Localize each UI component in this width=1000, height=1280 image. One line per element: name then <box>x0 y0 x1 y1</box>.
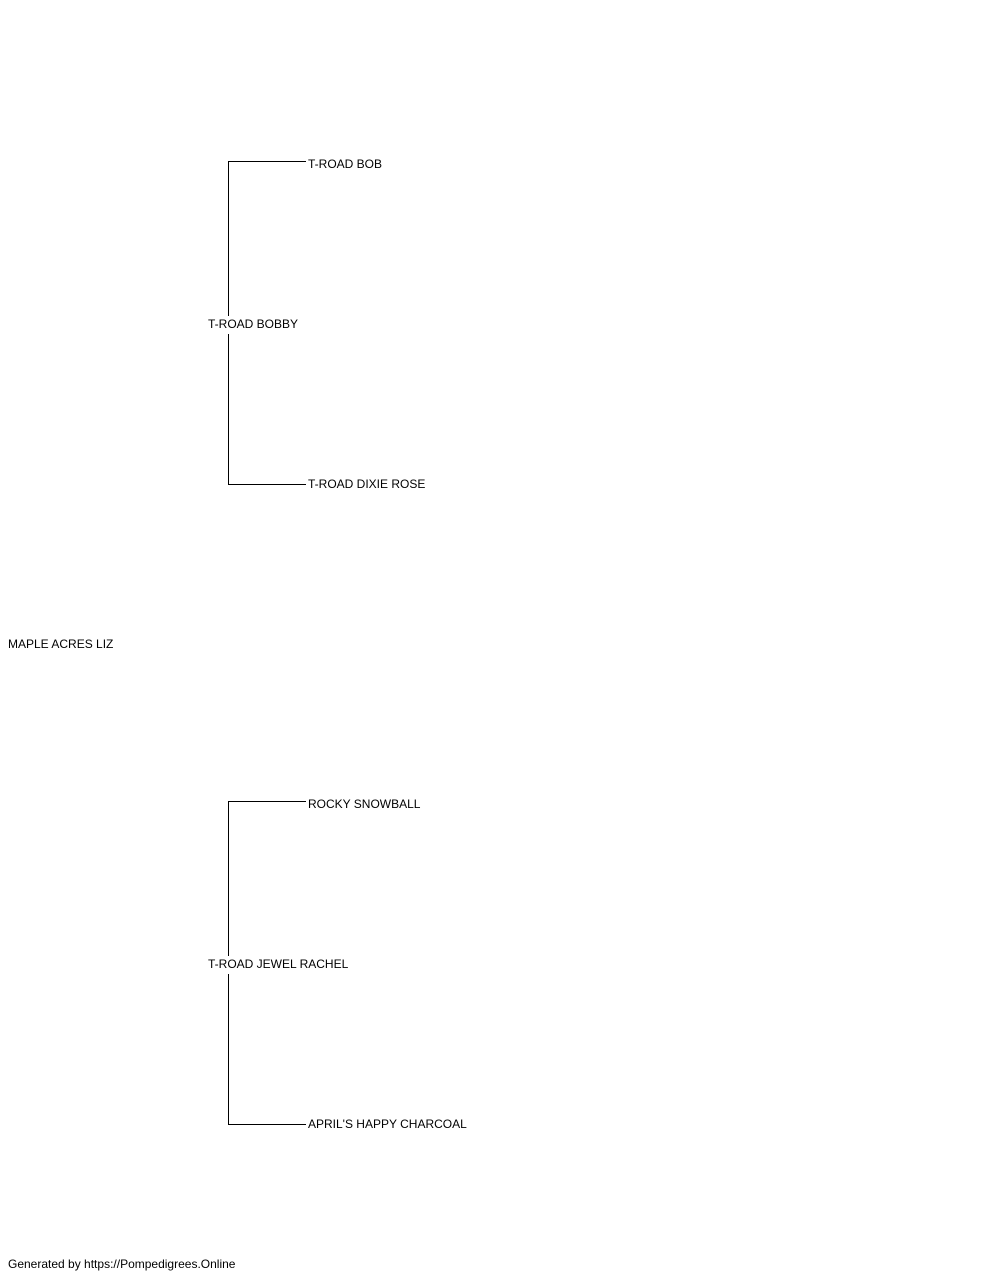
sire-dam-name: T-ROAD DIXIE ROSE <box>308 477 426 491</box>
sire-dam-connector <box>228 484 306 485</box>
dam-dam-name: APRIL'S HAPPY CHARCOAL <box>308 1117 467 1131</box>
sire-sire-connector <box>228 161 306 162</box>
sire-upper-connector <box>228 162 229 316</box>
dam-name: T-ROAD JEWEL RACHEL <box>208 957 349 971</box>
sire-lower-connector <box>228 334 229 485</box>
sire-sire-name: T-ROAD BOB <box>308 157 383 171</box>
dam-sire-name: ROCKY SNOWBALL <box>308 797 421 811</box>
dam-lower-connector <box>228 974 229 1125</box>
dam-dam-connector <box>228 1124 306 1125</box>
generated-by-footer: Generated by https://Pompedigrees.Online <box>8 1257 236 1271</box>
dam-sire-connector <box>228 801 306 802</box>
subject-name: MAPLE ACRES LIZ <box>8 637 114 651</box>
dam-upper-connector <box>228 802 229 956</box>
sire-name: T-ROAD BOBBY <box>208 317 299 331</box>
